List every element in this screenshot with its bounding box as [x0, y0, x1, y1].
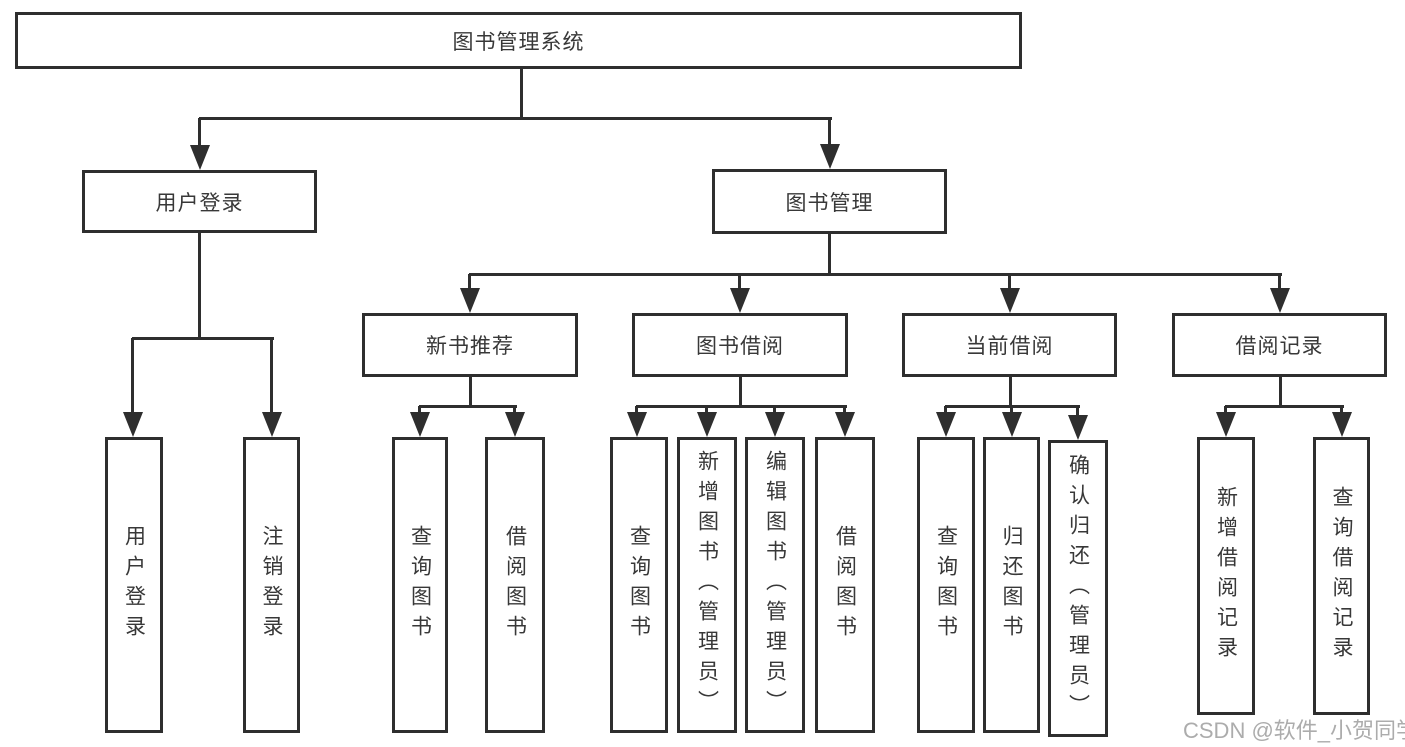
node-label: 借阅图书 — [833, 525, 857, 645]
connector-arrow-down — [190, 118, 210, 170]
connector-arrow-down — [1332, 406, 1352, 437]
leaf-query-borrow-record: 查询借阅记录 — [1313, 437, 1370, 715]
connector-arrow-down — [505, 406, 525, 437]
node-borrow-records: 借阅记录 — [1172, 313, 1387, 377]
node-label: 查询图书 — [934, 525, 958, 645]
node-label: 查询图书 — [627, 525, 651, 645]
connector-line — [520, 69, 523, 118]
connector-arrow-down — [410, 406, 430, 437]
connector-line — [636, 405, 847, 408]
node-book-borrow: 图书借阅 — [632, 313, 848, 377]
connector-line — [132, 337, 274, 340]
node-root: 图书管理系统 — [15, 12, 1022, 69]
connector-line — [419, 405, 517, 408]
node-label: 新书推荐 — [426, 335, 514, 358]
node-label: 用户登录 — [122, 525, 146, 645]
connector-line — [828, 234, 831, 275]
node-label: 查询图书 — [408, 525, 432, 645]
connector-arrow-down — [730, 274, 750, 313]
connector-line — [1009, 377, 1012, 407]
leaf-return-books: 归还图书 — [983, 437, 1040, 733]
node-label: 编辑图书（管理员） — [763, 450, 787, 720]
node-current-borrow: 当前借阅 — [902, 313, 1117, 377]
node-label: 用户登录 — [155, 191, 244, 215]
connector-line — [469, 377, 472, 407]
connector-arrow-down — [460, 274, 480, 313]
connector-arrow-down — [1216, 406, 1236, 437]
node-label: 借阅记录 — [1235, 335, 1324, 358]
node-label: 查询借阅记录 — [1330, 486, 1353, 666]
node-user-login: 用户登录 — [82, 170, 317, 233]
leaf-edit-books-admin: 编辑图书（管理员） — [745, 437, 805, 733]
node-label: 新增图书（管理员） — [695, 450, 719, 720]
connector-arrow-down — [627, 406, 647, 437]
connector-arrow-down — [820, 118, 840, 169]
node-label: 当前借阅 — [965, 335, 1054, 358]
connector-arrow-down — [1270, 274, 1290, 313]
leaf-logout: 注销登录 — [243, 437, 300, 733]
node-label: 注销登录 — [260, 525, 283, 645]
node-label: 确认归还（管理员） — [1066, 453, 1090, 724]
connector-line — [1225, 405, 1344, 408]
connector-line — [1279, 377, 1282, 407]
node-book-management: 图书管理 — [712, 169, 947, 234]
connector-arrow-down — [262, 338, 282, 437]
connector-arrow-down — [765, 406, 785, 437]
leaf-user-login: 用户登录 — [105, 437, 163, 733]
csdn-watermark: CSDN @软件_小贺同学 — [1183, 718, 1405, 743]
connector-line — [199, 117, 832, 120]
connector-arrow-down — [123, 338, 143, 437]
node-label: 图书管理系统 — [452, 30, 585, 54]
connector-arrow-down — [1068, 406, 1088, 440]
leaf-add-books-admin: 新增图书（管理员） — [677, 437, 737, 733]
connector-arrow-down — [936, 406, 956, 437]
node-label: 借阅图书 — [503, 525, 527, 645]
connector-line — [469, 273, 1282, 276]
leaf-query-books-2: 查询图书 — [610, 437, 668, 733]
connector-arrow-down — [1000, 274, 1020, 313]
node-label: 图书管理 — [785, 191, 874, 215]
leaf-query-books-3: 查询图书 — [917, 437, 975, 733]
node-label: 新增借阅记录 — [1214, 486, 1238, 666]
connector-line — [198, 233, 201, 339]
node-label: 图书借阅 — [696, 335, 784, 358]
leaf-add-borrow-record: 新增借阅记录 — [1197, 437, 1255, 715]
connector-arrow-down — [835, 406, 855, 437]
connector-arrow-down — [1002, 406, 1022, 437]
node-label: 归还图书 — [1000, 525, 1023, 645]
leaf-query-books-1: 查询图书 — [392, 437, 448, 733]
connector-arrow-down — [697, 406, 717, 437]
leaf-borrow-books-2: 借阅图书 — [815, 437, 875, 733]
node-new-book-recommend: 新书推荐 — [362, 313, 578, 377]
leaf-borrow-books-1: 借阅图书 — [485, 437, 545, 733]
leaf-confirm-return-admin: 确认归还（管理员） — [1048, 440, 1108, 737]
connector-line — [739, 377, 742, 407]
